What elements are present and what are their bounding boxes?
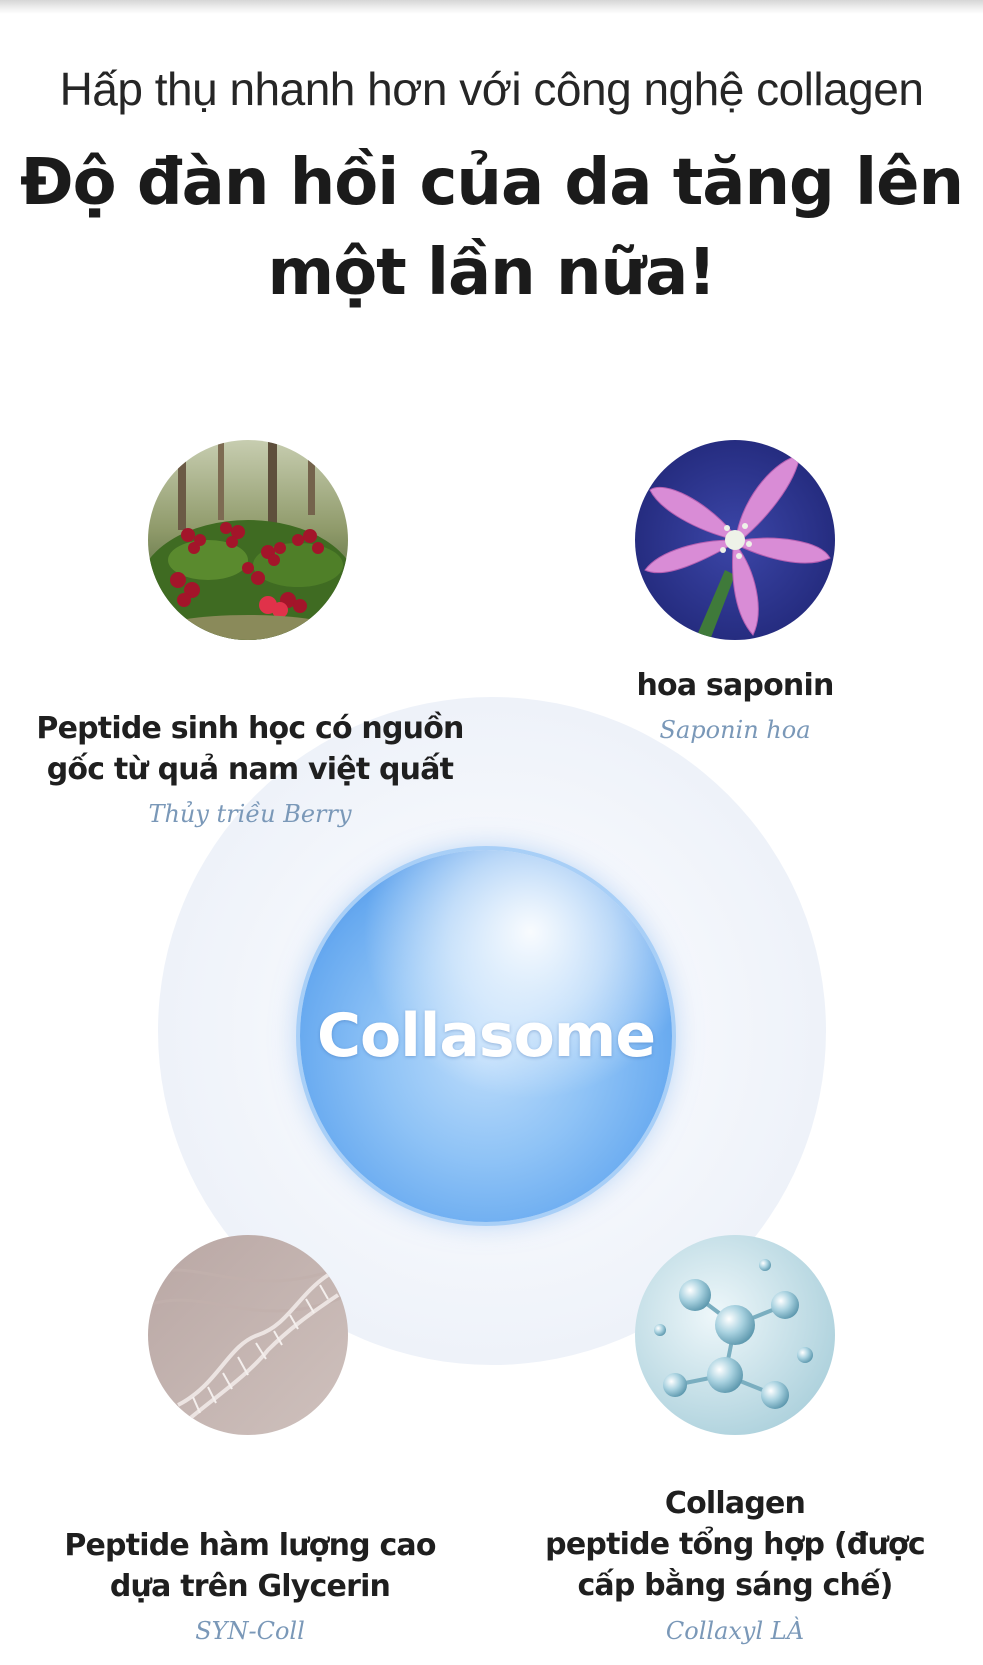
page-subtitle: Hấp thụ nhanh hơn với công nghệ collagen — [59, 63, 924, 115]
ingredient-name-line: Peptide sinh học có nguồn — [36, 711, 464, 746]
collagen-ingredient-name: Collagen peptide tổng hợp (được cấp bằng… — [525, 1483, 945, 1606]
top-shadow-divider — [0, 0, 983, 14]
ingredient-name-line: peptide tổng hợp (được — [545, 1527, 925, 1562]
ingredient-name-line: gốc từ quả nam việt quất — [46, 752, 454, 787]
ingredient-name-line: cấp bằng sáng chế) — [577, 1568, 893, 1603]
collasome-label: Collasome — [316, 1001, 656, 1071]
ingredient-name-line: Peptide hàm lượng cao — [64, 1528, 436, 1563]
saponin-ingredient-name: hoa saponin — [545, 665, 925, 706]
ingredient-name-line: hoa saponin — [636, 668, 834, 703]
saponin-flower-image — [635, 440, 835, 640]
cranberry-ingredient-name: Peptide sinh học có nguồn gốc từ quả nam… — [30, 708, 470, 790]
headline-line-2: một lần nữa! — [267, 236, 717, 310]
headline-line-1: Độ đàn hồi của da tăng lên — [19, 146, 964, 220]
page-headline: Độ đàn hồi của da tăng lên một lần nữa! — [0, 138, 983, 318]
saponin-ingredient-subtitle: Saponin hoa — [659, 716, 811, 744]
glycerin-ingredient-subtitle: SYN-Coll — [195, 1617, 305, 1645]
dna-image — [148, 1235, 348, 1435]
molecule-image — [635, 1235, 835, 1435]
ingredient-name-line: dựa trên Glycerin — [109, 1569, 391, 1604]
collagen-ingredient-subtitle: Collaxyl LÀ — [665, 1617, 805, 1645]
cranberry-ingredient-subtitle: Thủy triều Berry — [148, 800, 352, 828]
ingredient-name-line: Collagen — [664, 1486, 806, 1521]
cranberry-image — [148, 440, 348, 640]
glycerin-ingredient-name: Peptide hàm lượng cao dựa trên Glycerin — [30, 1525, 470, 1607]
collasome-sphere: Collasome — [300, 850, 672, 1222]
